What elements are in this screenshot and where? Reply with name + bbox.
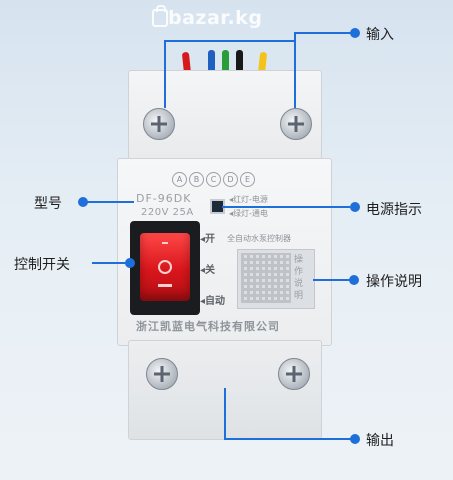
company-name: 浙江凯蓝电气科技有限公司 <box>136 320 280 333</box>
screw-icon <box>143 108 175 140</box>
callout-line <box>92 262 128 264</box>
switch-off-mark-icon <box>158 260 172 274</box>
led-label-red: ◂红灯-电源 <box>229 195 268 204</box>
switch-label-off: ◂关 <box>200 265 216 276</box>
callout-line <box>313 279 351 281</box>
callout-dot <box>349 275 359 285</box>
led-label-green: ◂绿灯-通电 <box>229 209 268 218</box>
screw-icon <box>280 108 312 140</box>
screw-icon <box>146 358 178 390</box>
rating-text: 220V 25A <box>141 207 194 218</box>
terminal-letter: B <box>189 172 204 187</box>
callout-line <box>164 40 296 42</box>
callout-dot <box>350 202 360 212</box>
terminal-letter: A <box>172 172 187 187</box>
callout-line <box>222 206 350 208</box>
terminal-letter: C <box>206 172 221 187</box>
callout-dot <box>350 28 360 38</box>
terminal-letter: E <box>240 172 255 187</box>
switch-auto-mark-icon <box>158 284 172 287</box>
qr-code-icon <box>241 253 291 303</box>
callout-line <box>224 438 352 440</box>
switch-label-auto: ◂自动 <box>200 296 226 307</box>
watermark: bazar.kg <box>168 7 263 29</box>
bag-icon <box>152 5 168 27</box>
callout-line <box>294 32 354 34</box>
callout-power-indicator-label: 电源指示 <box>366 202 422 218</box>
callout-line <box>164 40 166 108</box>
terminal-letters: A B C D E <box>172 172 255 187</box>
model-number: DF-96DK <box>136 192 192 205</box>
callout-control-switch-label: 控制开关 <box>14 257 70 273</box>
qr-instructions-text: 操作说明 <box>294 255 304 301</box>
callout-output-label: 输出 <box>366 433 394 449</box>
callout-input-label: 输入 <box>366 27 394 43</box>
callout-model-label: 型号 <box>34 196 62 212</box>
switch-label-on: ◂开 <box>200 234 216 245</box>
callout-line <box>294 32 296 42</box>
callout-line <box>86 201 134 203</box>
callout-dot <box>350 434 360 444</box>
callout-instructions-label: 操作说明 <box>366 274 422 290</box>
callout-dot <box>125 258 135 268</box>
callout-line <box>294 40 296 108</box>
callout-dot <box>78 197 88 207</box>
screw-icon <box>278 358 310 390</box>
product-name: 全自动水泵控制器 <box>227 234 291 243</box>
switch-on-mark-icon <box>162 242 168 244</box>
callout-line <box>224 388 226 440</box>
terminal-letter: D <box>223 172 238 187</box>
